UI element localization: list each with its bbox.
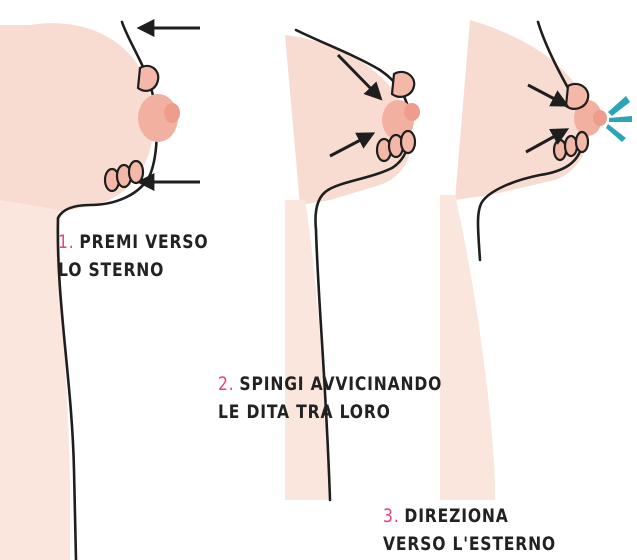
torso-skin-3	[440, 195, 495, 500]
step-1-number: 1.	[58, 231, 75, 253]
step-3-line-2: VERSO L'ESTERNO	[383, 530, 556, 558]
figure-step-2	[285, 30, 420, 500]
step-1-line-1: 1.PREMI VERSO	[58, 228, 208, 256]
milk-spray-icon	[606, 96, 632, 142]
step-3-caption: 3.DIREZIONA VERSO L'ESTERNO	[383, 502, 556, 558]
step-2-caption: 2.SPINGI AVVICINANDO LE DITA TRA LORO	[218, 370, 442, 426]
step-2-text-1: SPINGI AVVICINANDO	[239, 373, 442, 395]
figure-step-1	[0, 22, 200, 560]
nipple-1	[164, 103, 180, 123]
thumb-1	[138, 66, 158, 91]
figure-step-3	[440, 20, 632, 500]
breast-skin-1	[0, 23, 153, 212]
breast-skin-3	[455, 20, 590, 200]
step-1-caption: 1.PREMI VERSO LO STERNO	[58, 228, 208, 284]
step-1-line-2: LO STERNO	[58, 256, 208, 284]
nipple-2	[404, 103, 420, 121]
step-2-line-2: LE DITA TRA LORO	[218, 398, 442, 426]
nipple-3	[593, 110, 607, 126]
step-3-number: 3.	[383, 505, 400, 527]
thumb-2	[392, 72, 414, 97]
thumb-3	[566, 84, 588, 109]
step-3-text-1: DIREZIONA	[404, 505, 508, 527]
step-2-number: 2.	[218, 373, 235, 395]
step-1-text-1: PREMI VERSO	[79, 231, 208, 253]
step-2-line-1: 2.SPINGI AVVICINANDO	[218, 370, 442, 398]
step-3-line-1: 3.DIREZIONA	[383, 502, 556, 530]
